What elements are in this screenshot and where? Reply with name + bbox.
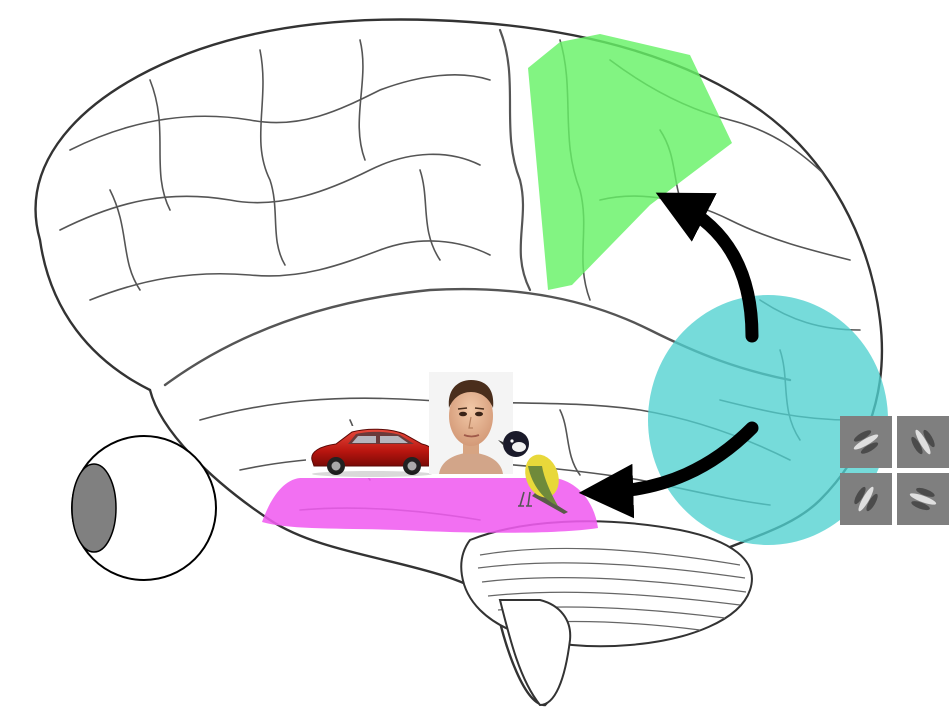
eye-icon xyxy=(72,436,216,580)
face-icon xyxy=(429,372,513,474)
gabor-patch-icon xyxy=(840,416,892,468)
car-icon xyxy=(306,426,438,478)
cerebellum xyxy=(461,521,752,646)
gabor-patch-icon xyxy=(897,473,949,525)
gabor-patch-icon xyxy=(840,473,892,525)
gabor-patch-icon xyxy=(897,416,949,468)
